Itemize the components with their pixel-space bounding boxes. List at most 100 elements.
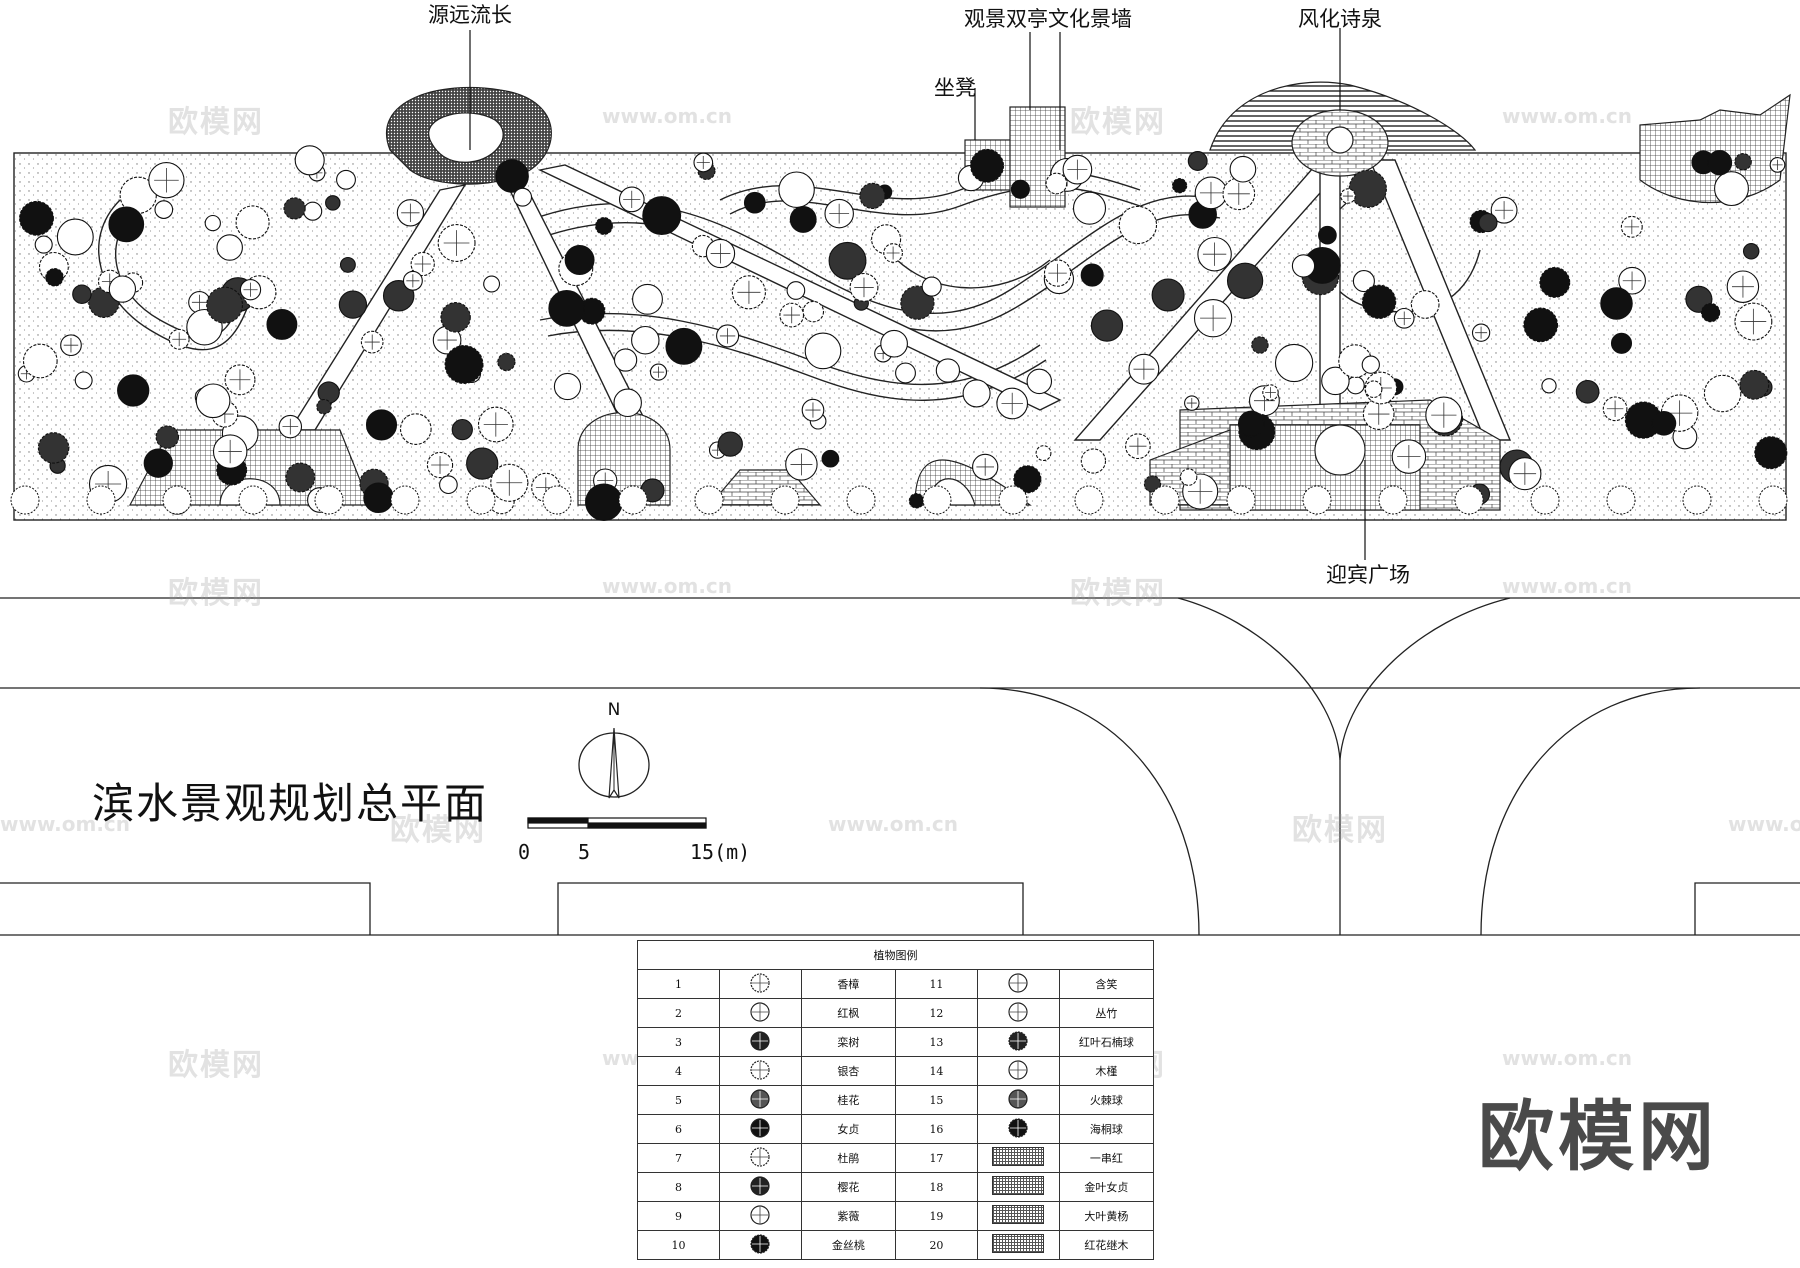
tree-symbol-icon [338,290,368,319]
tree-symbol-icon [56,218,94,256]
tree-symbol-icon [339,256,356,273]
street-tree-icon [998,485,1028,515]
tree-symbol-icon [1575,379,1600,404]
tree-symbol-icon [1013,465,1042,494]
tree-branch-mark [737,280,761,304]
tree-symbol-icon [665,327,703,365]
crape-myrtle-icon [750,1204,771,1225]
tree-symbol-icon [19,200,54,236]
tree-branch-mark [652,366,665,378]
camphor-tree-icon [750,972,771,993]
tree-branch-mark [1666,400,1693,426]
tree-branch-mark [443,230,470,256]
tree-symbol-icon [483,275,501,293]
tree-branch-mark [1129,437,1147,455]
tree-branch-mark [406,274,420,288]
legend-number: 12 [894,998,978,1028]
tree-symbol-icon [72,284,92,304]
label-fountain: 风化诗泉 [1298,7,1382,31]
legend-plant-name: 大叶黄杨 [1058,1201,1155,1231]
tree-symbol-icon [1274,343,1314,383]
tree-symbol-icon [440,302,471,333]
tree-symbol-icon [1237,410,1265,438]
chinaberry-icon [750,1030,771,1051]
scale-end: 15(m) [690,840,751,864]
golden-privet-hatch-icon [992,1176,1045,1195]
tree-symbol-icon [1080,263,1104,287]
tree-branch-mark [483,412,508,437]
tree-symbol-icon [317,381,340,404]
street-tree-icon [694,485,724,515]
tree-branch-mark [1624,219,1640,235]
street-tree-icon [466,485,496,515]
tree-symbol-icon [1010,179,1030,199]
tree-branch-mark [783,306,800,324]
street-tree-icon [1530,485,1560,515]
tree-symbol-icon [1742,243,1760,260]
tree-symbol-icon [1714,171,1749,207]
plan-title: 滨水景观规划总平面 [92,779,489,828]
street-tree-icon [314,485,344,515]
legend-plant-name: 含笑 [1058,969,1155,999]
tree-branch-mark [829,203,850,224]
legend-number: 1 [637,969,720,999]
tree-branch-mark [496,469,523,496]
tree-branch-mark [172,332,187,347]
tree-symbol-icon [495,159,529,193]
legend-plant-name: 银杏 [800,1056,896,1086]
legend-number: 17 [894,1143,978,1173]
legend-plant-name: 女贞 [800,1114,896,1144]
red-maple-icon [750,1001,771,1022]
brand-logo: 欧模网 [1478,1092,1718,1181]
pittosporum-ball-icon [1008,1117,1028,1138]
tree-symbol-icon [1523,307,1559,343]
ginkgo-icon [750,1059,771,1080]
tree-symbol-icon [22,343,58,379]
loropetalum-hatch-icon [992,1234,1045,1253]
tree-symbol-icon [466,447,499,480]
tree-symbol-icon [1700,302,1721,323]
privet-icon [750,1117,771,1138]
tree-symbol-icon [235,205,270,240]
tree-symbol-icon [316,398,332,415]
tree-symbol-icon [802,300,825,323]
tree-symbol-icon [1541,378,1557,394]
tree-symbol-icon [1539,266,1571,298]
tree-symbol-icon [1251,336,1269,354]
tree-symbol-icon [804,332,842,370]
tree-symbol-icon [1045,172,1068,195]
street-tree-icon [10,485,40,515]
tree-symbol-icon [451,418,473,441]
tree-symbol-icon [363,482,394,514]
tree-branch-mark [805,402,821,418]
bamboo-icon [1008,1001,1028,1022]
tree-branch-mark [1001,392,1023,415]
legend-number: 16 [894,1114,978,1144]
street-tree-icon [846,485,876,515]
tree-symbol-icon [195,383,231,419]
tree-symbol-icon [631,325,660,355]
tree-branch-mark [710,243,731,264]
tree-branch-mark [1622,271,1642,291]
street-tree-icon [542,485,572,515]
tree-symbol-icon [1291,254,1316,278]
tree-symbol-icon [895,362,916,384]
tree-branch-mark [1265,387,1276,398]
tree-symbol-icon [1410,290,1440,319]
leader-lines [469,28,1366,560]
legend-number: 6 [637,1114,720,1144]
tree-symbol-icon [336,169,356,190]
legend-plant-name: 红花继木 [1058,1230,1155,1260]
tree-symbol-icon [778,171,815,208]
tree-branch-mark [1368,403,1390,425]
tree-symbol-icon [108,206,145,243]
tree-symbol-icon [786,281,806,300]
legend-number: 3 [637,1027,720,1057]
